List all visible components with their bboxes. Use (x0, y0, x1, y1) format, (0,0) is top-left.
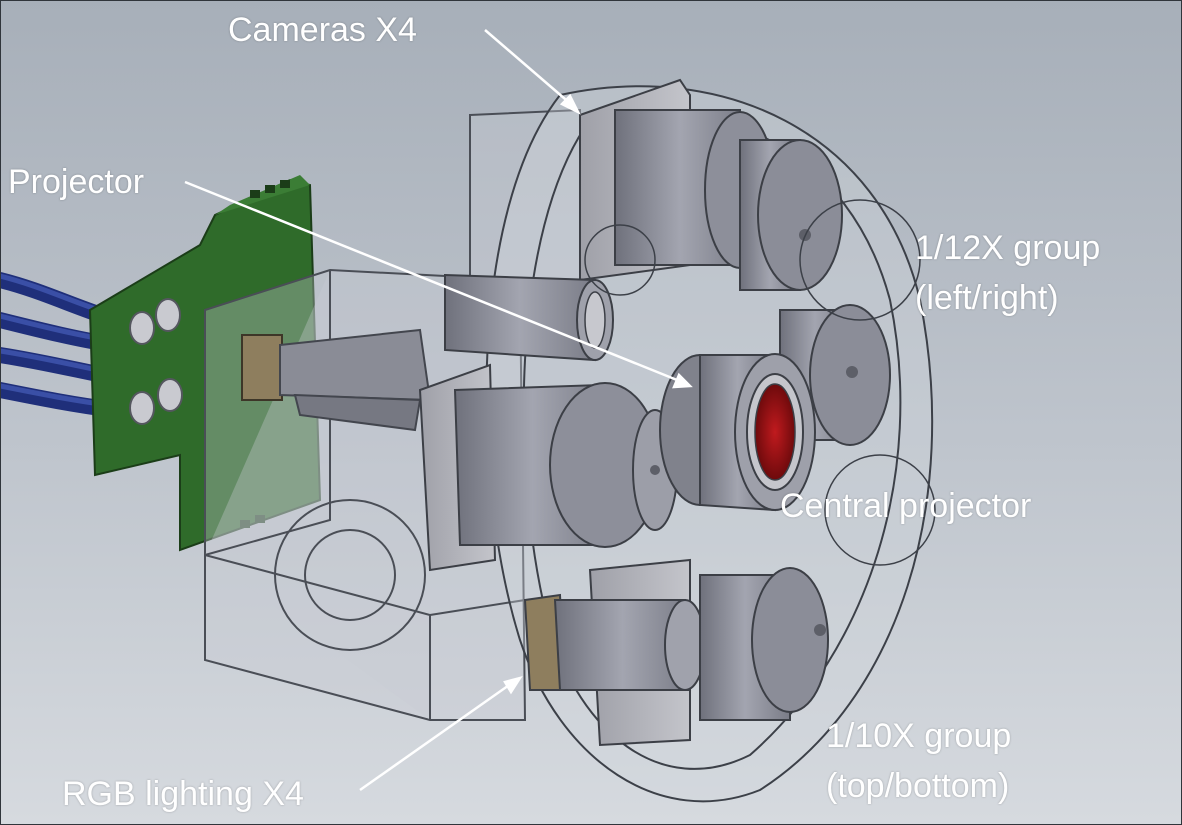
mounting-screws (129, 298, 183, 425)
arrow-cameras (484, 29, 573, 106)
projector-red-element (754, 383, 796, 481)
camera-bottom (523, 558, 829, 747)
arrow-projector (184, 180, 683, 384)
label-10x-group: 1/10X group (826, 717, 1012, 755)
front-outline-rings (584, 199, 936, 566)
camera-top (579, 78, 843, 291)
label-rgb-lighting: RGB lighting X4 (62, 775, 304, 813)
callout-arrows (184, 29, 693, 792)
arrow-rgb-lighting (359, 681, 513, 792)
label-central-projector: Central projector (780, 487, 1032, 525)
label-projector: Projector (8, 163, 145, 201)
label-10x-group-position: (top/bottom) (826, 767, 1010, 805)
lighting-tube-upper (444, 273, 614, 362)
central-projector-lens (659, 353, 816, 512)
label-12x-group: 1/12X group (915, 229, 1101, 267)
label-12x-group-position: (left/right) (915, 279, 1059, 317)
label-cameras: Cameras X4 (228, 11, 417, 49)
